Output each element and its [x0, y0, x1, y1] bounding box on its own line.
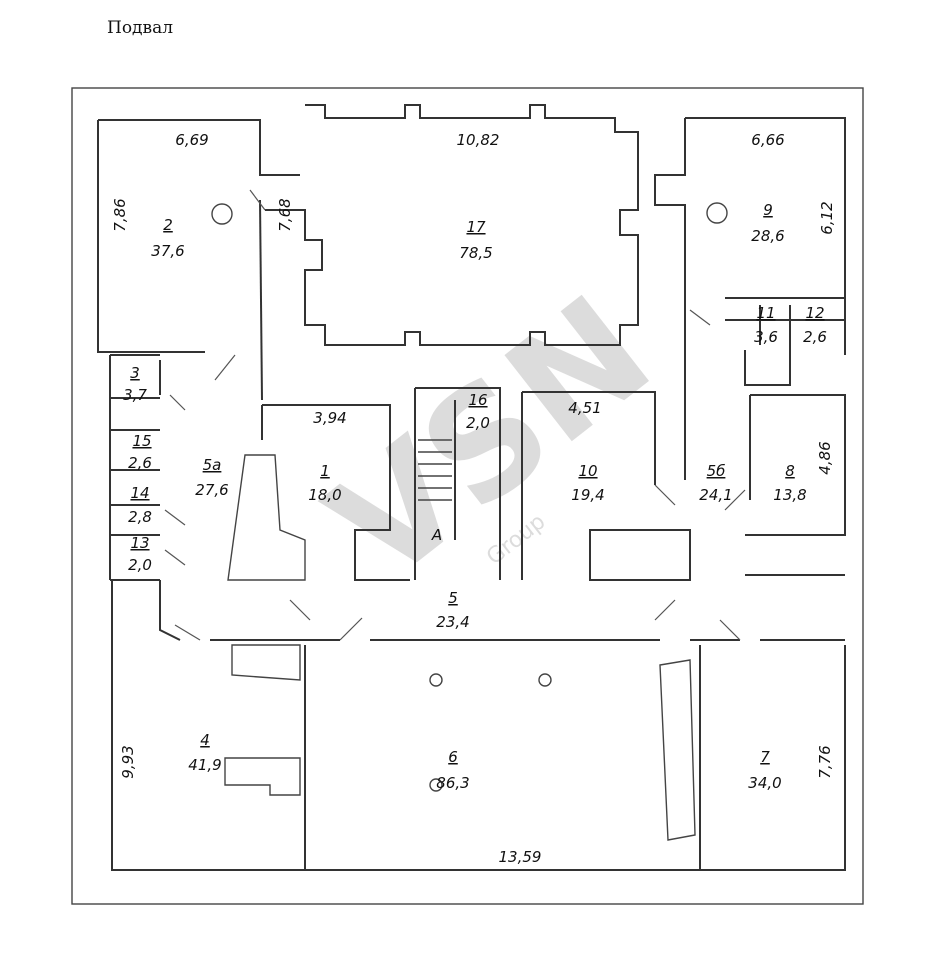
column-marker-4: [538, 673, 552, 687]
watermark-text: VSN: [299, 264, 682, 616]
wall-room-10: [521, 391, 691, 581]
svg-text:41,9: 41,9: [188, 756, 221, 774]
wall-room-4: [111, 580, 306, 871]
svg-text:34,0: 34,0: [748, 774, 781, 792]
floor-title: Подвал: [107, 18, 174, 38]
svg-text:24,1: 24,1: [699, 486, 732, 504]
svg-text:19,4: 19,4: [571, 486, 604, 504]
wall-room-17: [265, 104, 639, 346]
dimension-label: 6,12: [818, 201, 836, 234]
wall-rooms-11-12: [725, 297, 846, 386]
dimension-label: 3,94: [313, 409, 346, 427]
room-label-16: 16 2,0: [466, 391, 490, 432]
wall-room-1: [261, 404, 410, 581]
svg-text:1: 1: [320, 462, 330, 480]
wall-room-8: [745, 394, 846, 536]
svg-text:14: 14: [130, 484, 149, 502]
svg-text:18,0: 18,0: [308, 486, 341, 504]
room-label-3: 3 3,7: [123, 364, 147, 404]
svg-text:6: 6: [448, 748, 458, 766]
room-label-12: 12 2,6: [803, 304, 827, 346]
column-marker: [211, 203, 233, 225]
svg-text:23,4: 23,4: [436, 613, 469, 631]
svg-text:2,8: 2,8: [128, 508, 152, 526]
dimension-label: 6,69: [175, 131, 208, 149]
svg-text:5б: 5б: [707, 462, 726, 480]
column-marker-3: [429, 673, 443, 687]
svg-text:2,0: 2,0: [466, 414, 490, 432]
room-label-1: 1 18,0: [308, 462, 341, 504]
door-swings: [164, 189, 746, 641]
room-label-8: 8 13,8: [773, 462, 806, 504]
room-label-6: 6 86,3: [436, 748, 469, 792]
wall-room-2: [97, 119, 300, 353]
svg-text:12: 12: [805, 304, 824, 322]
dimension-label: 7,68: [276, 198, 294, 231]
room-label-4: 4 41,9: [188, 731, 221, 774]
svg-text:8: 8: [785, 462, 795, 480]
room-6-feature: [659, 659, 696, 841]
room-label-5b: 5б 24,1: [699, 462, 732, 504]
dimension-label: 7,86: [111, 198, 129, 231]
dimension-label: 7,76: [816, 745, 834, 778]
room-label-13: 13 2,0: [128, 534, 152, 574]
dimension-label: 4,86: [816, 441, 834, 474]
wall-room-9: [654, 117, 846, 321]
watermark: VSN Group: [299, 264, 682, 616]
column-marker-5: [429, 778, 443, 792]
wall-left-small-rooms: [109, 354, 161, 581]
room-label-10: 10 19,4: [571, 462, 604, 504]
stair-treads: [418, 439, 452, 501]
svg-text:16: 16: [468, 391, 487, 409]
dimension-label: 4,51: [568, 399, 601, 417]
svg-text:5: 5: [448, 589, 458, 607]
svg-text:15: 15: [132, 432, 151, 450]
svg-text:2,6: 2,6: [128, 454, 152, 472]
room-label-11: 11 3,6: [754, 304, 778, 346]
dimension-label: 6,66: [751, 131, 784, 149]
wall-room-6: [305, 645, 701, 871]
svg-text:3,7: 3,7: [123, 386, 147, 404]
room-label-5a: 5а 27,6: [195, 456, 228, 499]
room-label-15: 15 2,6: [128, 432, 152, 472]
svg-text:3: 3: [130, 364, 140, 382]
wall-feature: [227, 454, 306, 581]
svg-text:86,3: 86,3: [436, 774, 469, 792]
svg-text:37,6: 37,6: [151, 242, 184, 260]
stair-label: A: [431, 526, 442, 544]
room-label-2: 2 37,6: [151, 216, 184, 260]
svg-text:28,6: 28,6: [751, 227, 784, 245]
outer-frame: [71, 87, 864, 905]
room-label-7: 7 34,0: [748, 748, 781, 792]
svg-text:9: 9: [763, 201, 773, 219]
svg-text:27,6: 27,6: [195, 481, 228, 499]
room-label-14: 14 2,8: [128, 484, 152, 526]
room-label-5: 5 23,4: [436, 589, 469, 631]
svg-text:2: 2: [163, 216, 173, 234]
svg-text:13: 13: [130, 534, 149, 552]
svg-text:3,6: 3,6: [754, 328, 778, 346]
wall-room-7: [700, 645, 846, 871]
room-label-17: 17 78,5: [459, 218, 492, 262]
svg-text:4: 4: [200, 731, 210, 749]
wall-2-right: [259, 199, 263, 401]
svg-text:13,8: 13,8: [773, 486, 806, 504]
svg-text:10: 10: [578, 462, 597, 480]
dimension-label: 10,82: [457, 131, 500, 149]
svg-text:78,5: 78,5: [459, 244, 492, 262]
column-marker-2: [706, 202, 728, 224]
svg-text:11: 11: [756, 304, 775, 322]
svg-text:7: 7: [760, 748, 770, 766]
wall-stair: [414, 387, 501, 580]
svg-text:2,0: 2,0: [128, 556, 152, 574]
room-label-9: 9 28,6: [751, 201, 784, 245]
dimension-label: 9,93: [119, 745, 137, 778]
svg-text:5а: 5а: [203, 456, 222, 474]
room-4-features: [224, 644, 301, 796]
svg-text:2,6: 2,6: [803, 328, 827, 346]
svg-text:17: 17: [466, 218, 486, 236]
dimension-label: 13,59: [499, 848, 542, 866]
